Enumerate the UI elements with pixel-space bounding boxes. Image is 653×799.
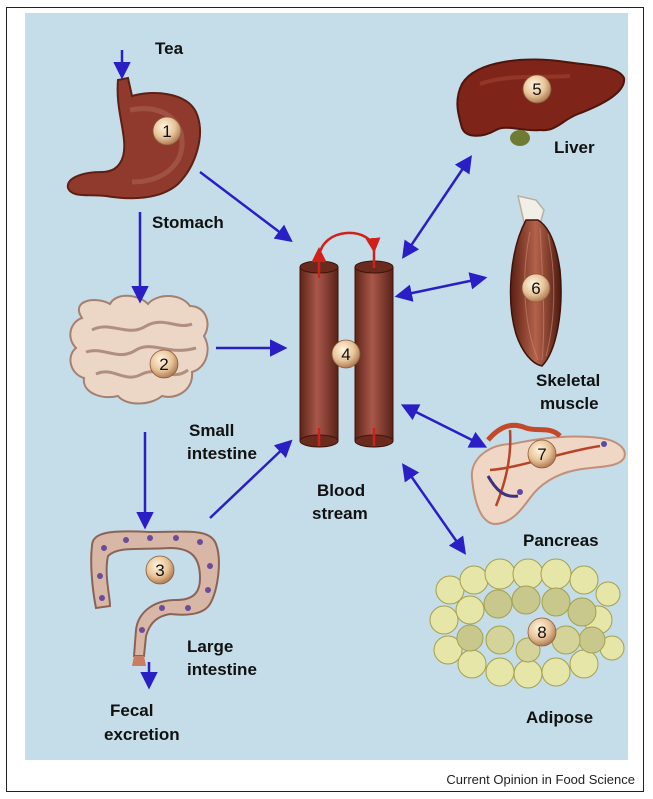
label-large-intestine-line1: Large <box>187 637 233 656</box>
badge-8: 8 <box>528 618 556 646</box>
label-pancreas: Pancreas <box>523 531 599 550</box>
svg-text:6: 6 <box>531 279 540 298</box>
badge-6: 6 <box>522 274 550 302</box>
label-small-intestine-line2: intestine <box>187 444 257 463</box>
badge-5: 5 <box>523 75 551 103</box>
label-muscle-line2: muscle <box>540 394 599 413</box>
label-adipose: Adipose <box>526 708 593 727</box>
arrow-blood-adipose <box>404 466 464 552</box>
adipose-illustration <box>430 559 624 688</box>
svg-text:8: 8 <box>537 623 546 642</box>
arrow-blood-muscle <box>398 278 484 296</box>
label-stomach: Stomach <box>152 213 224 232</box>
small-intestine-illustration <box>70 296 207 404</box>
badge-1: 1 <box>153 117 181 145</box>
label-muscle-line1: Skeletal <box>536 371 600 390</box>
label-tea: Tea <box>155 39 184 58</box>
label-fecal-line1: Fecal <box>110 701 153 720</box>
badge-7: 7 <box>528 440 556 468</box>
label-large-intestine-line2: intestine <box>187 660 257 679</box>
arrow-blood-pancreas <box>404 406 484 446</box>
svg-text:3: 3 <box>155 561 164 580</box>
label-small-intestine-line1: Small <box>189 421 234 440</box>
label-fecal-line2: excretion <box>104 725 180 744</box>
label-blood-line2: stream <box>312 504 368 523</box>
source-credit: Current Opinion in Food Science <box>446 772 635 787</box>
arrow-blood-liver <box>404 158 470 256</box>
svg-text:5: 5 <box>532 80 541 99</box>
svg-text:2: 2 <box>159 355 168 374</box>
badge-2: 2 <box>150 350 178 378</box>
pancreas-illustration <box>472 425 625 524</box>
svg-text:1: 1 <box>162 122 171 141</box>
label-blood-line1: Blood <box>317 481 365 500</box>
label-liver: Liver <box>554 138 595 157</box>
svg-text:7: 7 <box>537 445 546 464</box>
svg-text:4: 4 <box>341 345 350 364</box>
stomach-illustration <box>68 78 200 198</box>
badge-4: 4 <box>332 340 360 368</box>
badge-3: 3 <box>146 556 174 584</box>
